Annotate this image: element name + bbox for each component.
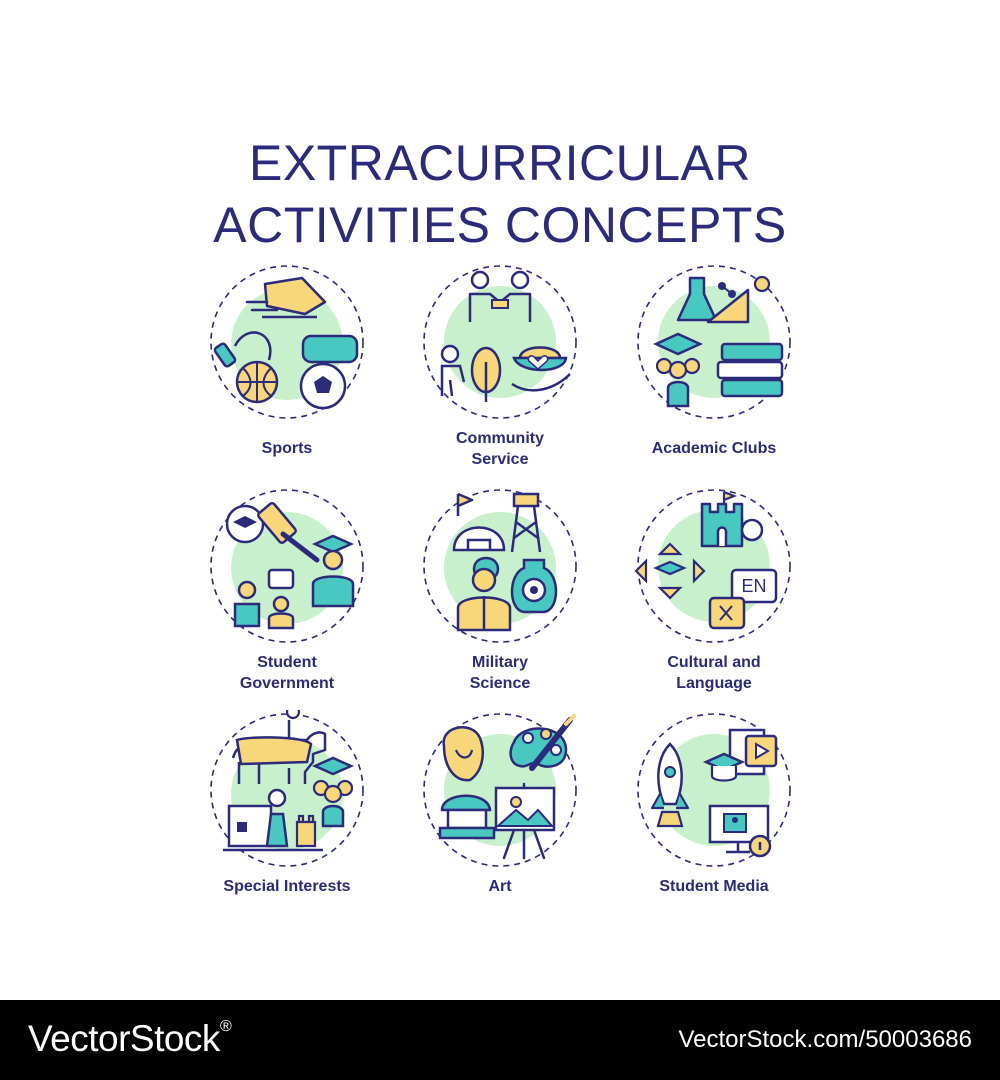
concept-sports: Sports	[177, 262, 397, 502]
concept-label: Academic Clubs	[651, 440, 777, 457]
art-icon	[423, 713, 577, 867]
military-science-icon	[423, 489, 577, 643]
concept-cultural-language: EN Cultural and Language	[604, 486, 824, 726]
concept-label: Special Interests	[223, 878, 351, 895]
concept-academic-clubs: Academic Clubs	[604, 262, 824, 502]
concept-label: Art	[488, 878, 512, 895]
concept-student-government: Student Government	[177, 486, 397, 726]
concept-label: Sports	[261, 440, 313, 457]
brand-registered-mark: ®	[219, 1018, 232, 1035]
concept-community-service: Community Service	[390, 262, 610, 502]
concept-special-interests: Special Interests	[177, 710, 397, 950]
concept-military-science: Military Science	[390, 486, 610, 726]
concept-student-media: Student Media	[604, 710, 824, 950]
footer-image-id[interactable]: VectorStock.com/50003686	[678, 1026, 972, 1053]
footer-bar: VectorStock® VectorStock.com/50003686	[0, 1000, 1000, 1080]
community-service-icon	[423, 265, 577, 419]
concept-label: Student Government	[239, 654, 335, 692]
sports-icon	[210, 265, 364, 419]
academic-clubs-icon	[637, 265, 791, 419]
cultural-language-icon: EN	[634, 489, 791, 643]
student-government-icon	[210, 489, 364, 643]
footer-brand[interactable]: VectorStock®	[28, 1018, 232, 1060]
concept-label: Cultural and Language	[667, 654, 761, 692]
special-interests-icon	[210, 710, 364, 867]
concept-art: Art	[390, 710, 610, 950]
concept-grid: Sports Community Service	[177, 262, 824, 950]
title-line: EXTRACURRICULAR	[248, 134, 751, 191]
student-media-icon	[637, 713, 791, 867]
page-title: EXTRACURRICULAR ACTIVITIES CONCEPTS	[0, 132, 1000, 256]
title-line: ACTIVITIES CONCEPTS	[213, 196, 787, 253]
concept-label: Community Service	[456, 430, 544, 468]
concept-label: Military Science	[469, 654, 531, 692]
language-badge: EN	[741, 576, 766, 596]
concept-label: Student Media	[659, 878, 769, 895]
brand-name: VectorStock	[28, 1018, 220, 1059]
